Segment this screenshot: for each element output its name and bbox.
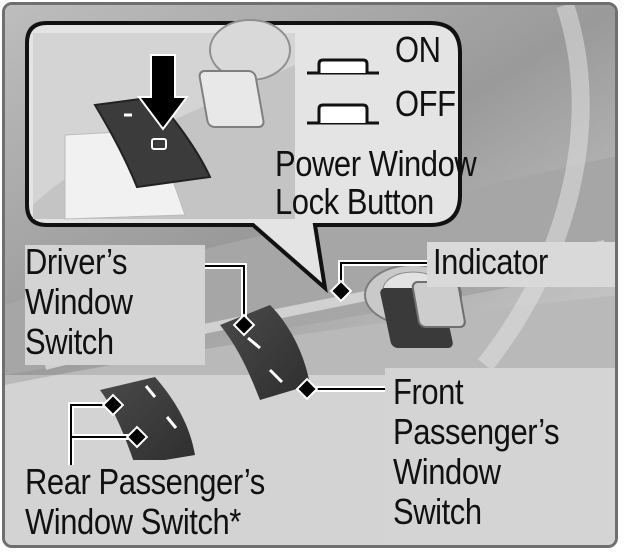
indicator-label: Indicator [433,241,548,282]
front-passenger-label-line1: Front [393,371,464,412]
driver-label-line1: Driver’s [25,241,128,282]
callout-title-line1: Power Window [275,143,477,184]
press-arrow-icon [137,54,189,131]
driver-label-line2: Window [25,281,133,322]
leader-rear-passenger [68,393,149,465]
indicator-label-bg [427,242,615,287]
legend-on-label: ON [395,29,441,70]
inset-adjacent-button [198,70,265,128]
rear-passenger-window-switch [100,377,195,465]
diagram-frame: ON OFF Power Window Lock Button Driver’s… [2,2,618,548]
rear-passenger-label-line1: Rear Passenger’s [25,461,265,502]
front-passenger-label-bg [385,368,615,544]
rear-passenger-label-line2: Window Switch* [25,501,241,542]
button-pressed-icon [307,103,379,125]
driver-label-line3: Switch [25,321,114,362]
front-passenger-label-line3: Window [393,451,501,492]
driver-label-bg [25,245,205,365]
front-passenger-label-line4: Switch [393,491,482,532]
front-passenger-label-line2: Passenger’s [393,411,560,452]
callout-title-line2: Lock Button [275,181,434,222]
legend-off-label: OFF [395,83,456,124]
leader-indicator [329,260,435,303]
button-raised-icon [307,58,379,75]
door-panel-illustration [5,5,615,545]
leader-front-passenger [295,377,390,401]
